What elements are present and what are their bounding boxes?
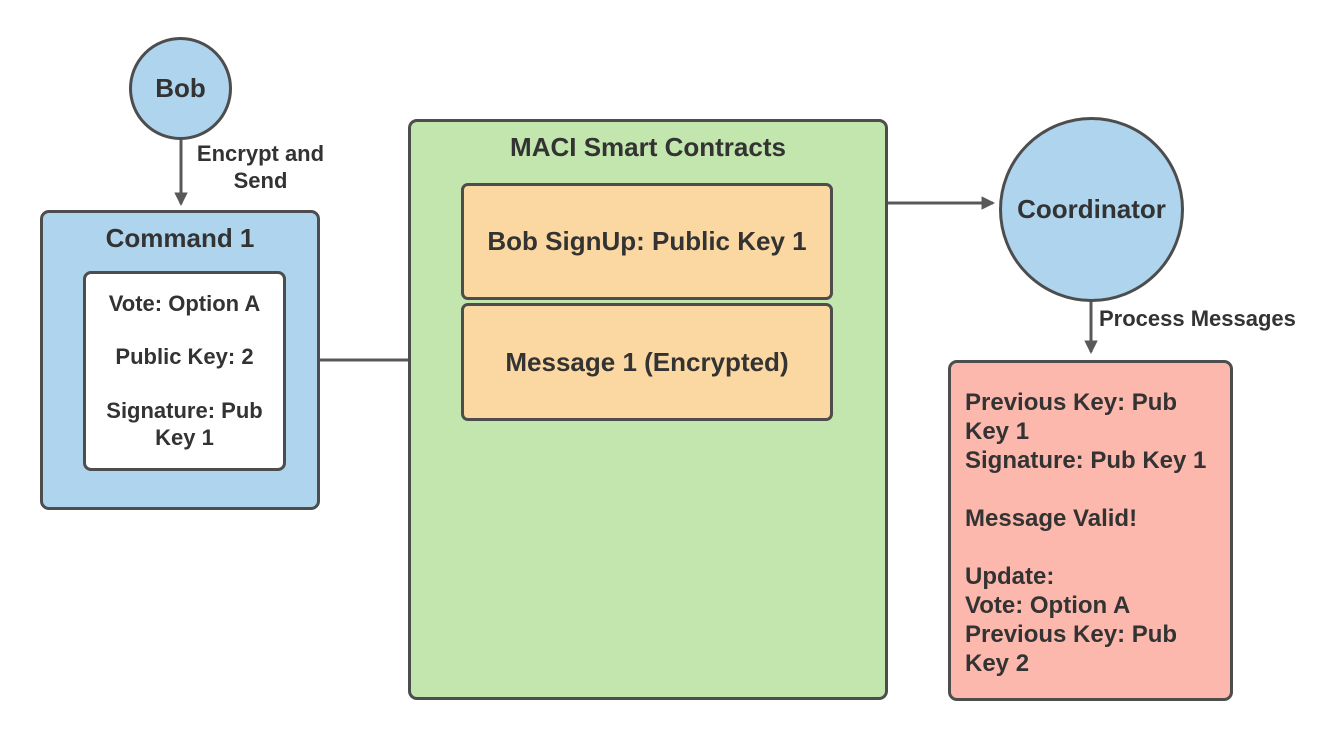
command-1-title: Command 1: [105, 223, 255, 253]
process-result-text: Previous Key: Pub Key 1 Signature: Pub K…: [965, 389, 1207, 678]
node-command-1: Command 1 Vote: Option A Public Key: 2 S…: [40, 210, 320, 510]
coordinator-label: Coordinator: [1017, 194, 1166, 224]
node-message-1-record: Message 1 (Encrypted): [461, 303, 833, 421]
node-coordinator: Coordinator: [999, 117, 1184, 302]
edge-label-process-messages: Process Messages: [1099, 306, 1296, 331]
message-1-label: Message 1 (Encrypted): [505, 346, 789, 377]
node-bob: Bob: [129, 37, 232, 140]
node-process-result: Previous Key: Pub Key 1 Signature: Pub K…: [948, 360, 1233, 701]
command-1-detail-text: Vote: Option A Public Key: 2 Signature: …: [106, 290, 263, 450]
bob-signup-label: Bob SignUp: Public Key 1: [487, 226, 807, 256]
maci-title: MACI Smart Contracts: [510, 132, 786, 162]
node-bob-signup-record: Bob SignUp: Public Key 1: [461, 183, 833, 300]
command-1-detail-card: Vote: Option A Public Key: 2 Signature: …: [83, 271, 286, 471]
bob-label: Bob: [155, 73, 206, 103]
edge-label-encrypt-and-send: Encrypt and Send: [196, 141, 325, 193]
node-maci-smart-contracts: MACI Smart Contracts Bob SignUp: Public …: [408, 119, 888, 700]
